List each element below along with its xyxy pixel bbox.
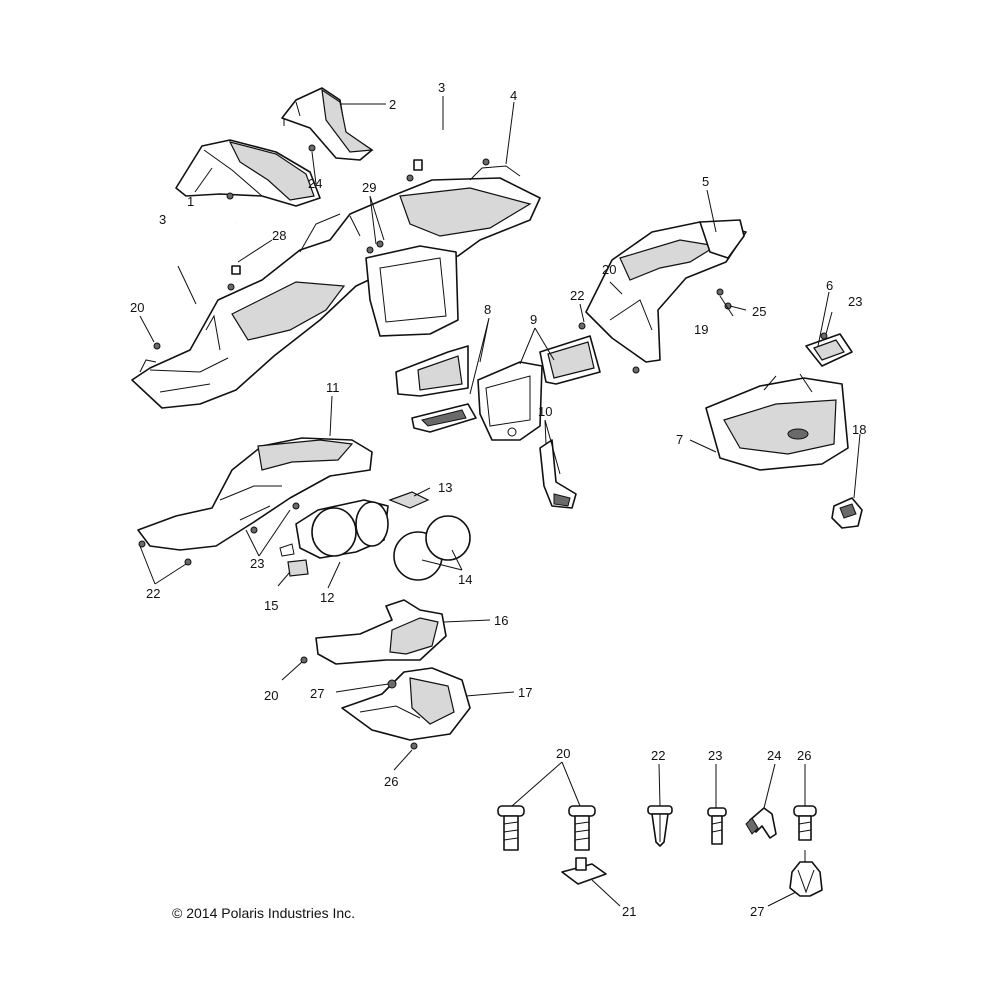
callout-22: 22 bbox=[651, 748, 665, 763]
callout-9: 9 bbox=[530, 312, 537, 327]
callout-22: 22 bbox=[146, 586, 160, 601]
part-3-cable-lower bbox=[178, 220, 237, 321]
callout-20: 20 bbox=[130, 300, 144, 315]
copyright-notice: © 2014 Polaris Industries Inc. bbox=[172, 905, 355, 921]
callout-2: 2 bbox=[389, 97, 396, 112]
callout-17: 17 bbox=[518, 685, 532, 700]
part-1-cover bbox=[175, 139, 321, 207]
part-2-cover bbox=[281, 87, 374, 161]
part-5-side-panel bbox=[585, 219, 747, 363]
part-13-lens bbox=[388, 491, 430, 509]
callout-3: 3 bbox=[438, 80, 445, 95]
part-16-steering-cover bbox=[315, 599, 447, 665]
callout-12: 12 bbox=[320, 590, 334, 605]
part-8-housing bbox=[411, 403, 477, 433]
small-fasteners bbox=[138, 144, 828, 750]
part-10-mount bbox=[539, 439, 577, 509]
rivet-22 bbox=[647, 805, 673, 847]
main-dash-panel bbox=[131, 165, 541, 409]
part-7-tray bbox=[705, 373, 849, 471]
callout-1: 1 bbox=[187, 194, 194, 209]
part-14-ring-right bbox=[425, 515, 471, 561]
callout-25: 25 bbox=[752, 304, 766, 319]
screw-20-right bbox=[568, 805, 596, 851]
part-17-steering-cover bbox=[341, 667, 471, 741]
callout-22: 22 bbox=[570, 288, 584, 303]
screw-20-left bbox=[497, 805, 525, 851]
callout-20: 20 bbox=[556, 746, 570, 761]
callout-labels: 1 2 3 3 4 5 6 7 8 9 10 11 12 13 14 15 16… bbox=[130, 80, 866, 919]
callout-14: 14 bbox=[458, 572, 472, 587]
part-11-lower-dash bbox=[137, 437, 373, 551]
callout-15: 15 bbox=[264, 598, 278, 613]
part-3-cable-upper bbox=[343, 120, 491, 176]
callout-6: 6 bbox=[826, 278, 833, 293]
part-12-gauge-housing bbox=[279, 499, 389, 559]
callout-27: 27 bbox=[750, 904, 764, 919]
callout-7: 7 bbox=[676, 432, 683, 447]
part-15-label bbox=[287, 559, 309, 577]
callout-20: 20 bbox=[264, 688, 278, 703]
callout-10: 10 bbox=[538, 404, 552, 419]
callout-19: 19 bbox=[694, 322, 708, 337]
callout-13: 13 bbox=[438, 480, 452, 495]
callout-20: 20 bbox=[602, 262, 616, 277]
screw-23 bbox=[707, 807, 727, 845]
screw-26 bbox=[793, 805, 817, 841]
callout-3: 3 bbox=[159, 212, 166, 227]
callout-21: 21 bbox=[622, 904, 636, 919]
leader-lines bbox=[139, 96, 861, 907]
callout-11: 11 bbox=[326, 380, 340, 395]
callout-24: 24 bbox=[308, 176, 322, 191]
callout-18: 18 bbox=[852, 422, 866, 437]
callout-24: 24 bbox=[767, 748, 781, 763]
part-9-display-screen bbox=[539, 335, 601, 385]
part-8-bezel bbox=[395, 345, 469, 397]
callout-16: 16 bbox=[494, 613, 508, 628]
callout-26: 26 bbox=[797, 748, 811, 763]
callout-23: 23 bbox=[708, 748, 722, 763]
callout-23: 23 bbox=[848, 294, 862, 309]
callout-26: 26 bbox=[384, 774, 398, 789]
part-18-connector bbox=[831, 497, 863, 529]
callout-28: 28 bbox=[272, 228, 286, 243]
nut-21 bbox=[561, 857, 607, 885]
part-6-bracket bbox=[805, 333, 853, 367]
clip-27 bbox=[789, 850, 823, 897]
part-9-display-frame bbox=[477, 361, 543, 441]
callout-8: 8 bbox=[484, 302, 491, 317]
callout-5: 5 bbox=[702, 174, 709, 189]
callout-29: 29 bbox=[362, 180, 376, 195]
callout-4: 4 bbox=[510, 88, 517, 103]
callout-23: 23 bbox=[250, 556, 264, 571]
callout-27: 27 bbox=[310, 686, 324, 701]
clip-24 bbox=[745, 807, 777, 839]
